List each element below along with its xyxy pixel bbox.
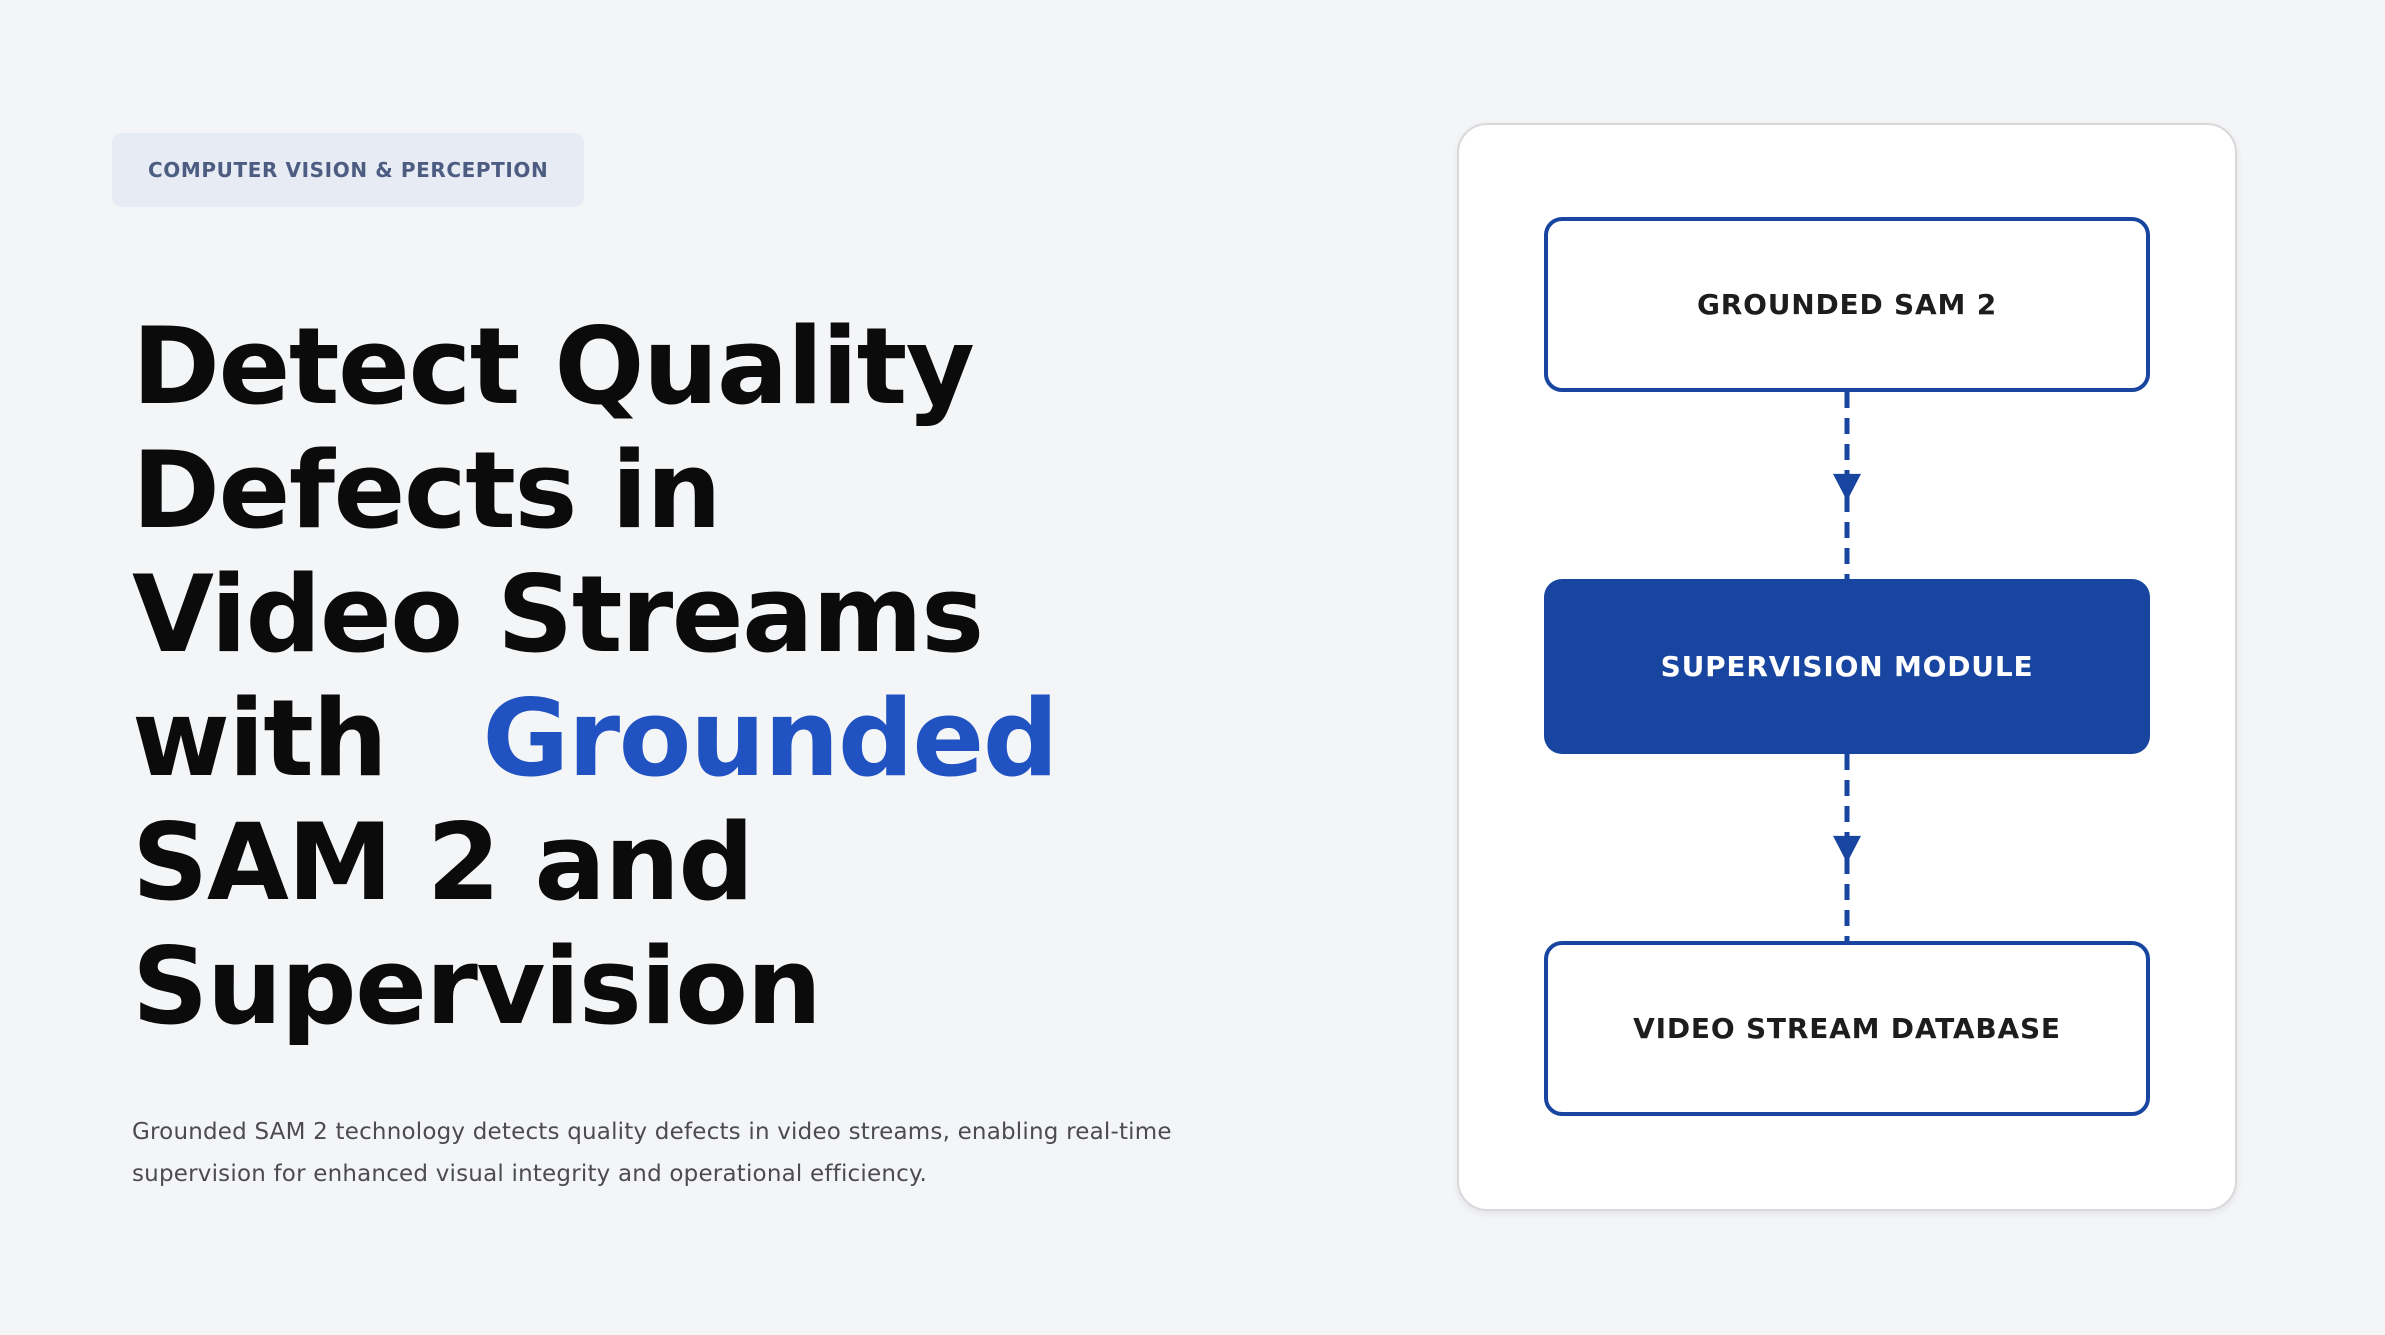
hero-section: COMPUTER VISION & PERCEPTION Detect Qual…	[112, 133, 1292, 1195]
heading-line-4: with Grounded	[132, 677, 1292, 801]
heading-line-2: Defects in	[132, 429, 722, 552]
heading-line-5: SAM 2 and	[132, 801, 754, 924]
heading-accent-word: Grounded	[482, 677, 1058, 800]
flow-connector-1	[1827, 392, 1867, 579]
heading-line-3: Video Streams	[132, 553, 984, 676]
category-badge-label: COMPUTER VISION & PERCEPTION	[148, 158, 549, 182]
flow-node-supervision-module-label: SUPERVISION MODULE	[1660, 650, 2034, 683]
flow-node-supervision-module: SUPERVISION MODULE	[1544, 579, 2150, 754]
flow-node-grounded-sam-2-label: GROUNDED SAM 2	[1696, 288, 1997, 321]
flow-connector-2	[1827, 754, 1867, 941]
flow-diagram-card: GROUNDED SAM 2 SUPERVISION MODULE VIDEO …	[1457, 123, 2237, 1211]
category-badge: COMPUTER VISION & PERCEPTION	[112, 133, 585, 207]
heading-line-1: Detect Quality	[132, 305, 975, 428]
flow-node-video-stream-database: VIDEO STREAM DATABASE	[1544, 941, 2150, 1116]
arrow-down-icon	[1833, 835, 1861, 863]
heading-line-4-pre: with	[132, 677, 388, 800]
arrow-down-icon	[1833, 473, 1861, 501]
flow-node-video-stream-database-label: VIDEO STREAM DATABASE	[1633, 1012, 2061, 1045]
hero-description: Grounded SAM 2 technology detects qualit…	[132, 1119, 1172, 1187]
hero-heading: Detect Quality Defects in Video Streams …	[132, 305, 1292, 1049]
heading-line-6: Supervision	[132, 925, 822, 1048]
flow-node-grounded-sam-2: GROUNDED SAM 2	[1544, 217, 2150, 392]
